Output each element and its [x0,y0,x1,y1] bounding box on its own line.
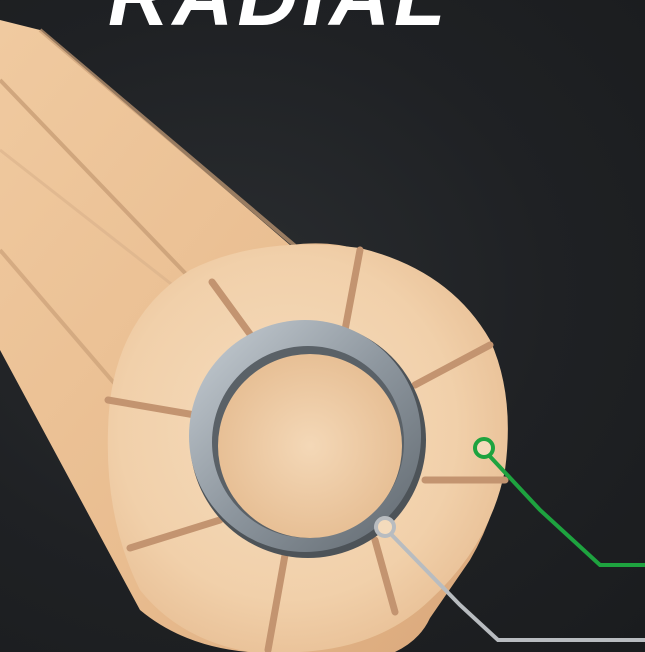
ring-marker-icon [376,518,394,536]
ring-marker-icon [475,439,493,457]
